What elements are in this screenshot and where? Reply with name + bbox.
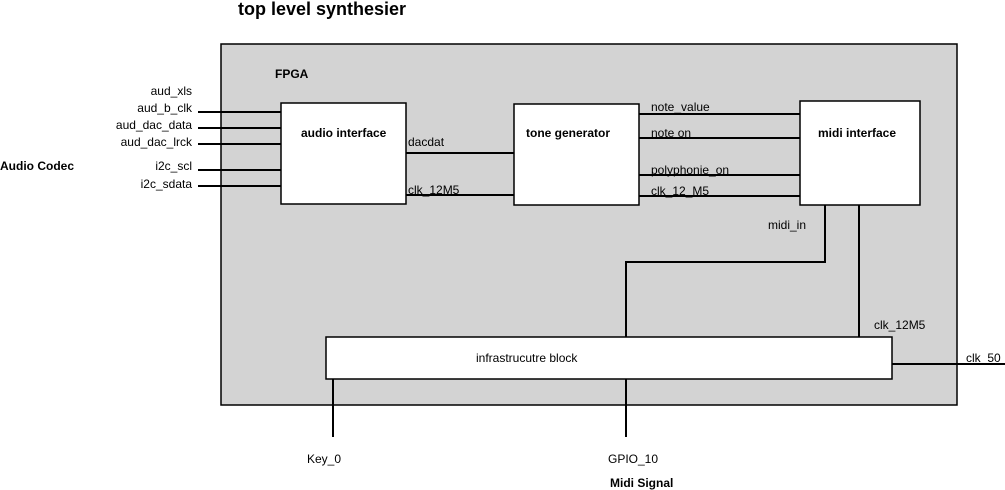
signal-label-midi-in: midi_in	[768, 218, 806, 232]
wires	[198, 111, 1005, 437]
signal-label-clk-12m5-midi: clk_12M5	[874, 318, 926, 332]
diagram-title: top level synthesier	[238, 0, 406, 19]
signal-label-aud-xls: aud_xls	[151, 84, 192, 98]
signal-label-clk-12m5-audio: clk_12M5	[408, 183, 460, 197]
infrastructure-label: infrastrucutre block	[476, 351, 578, 365]
midi-signal-label: Midi Signal	[610, 476, 673, 490]
signal-label-gpio-10: GPIO_10	[608, 452, 658, 466]
audio-codec-label: Audio Codec	[0, 159, 74, 173]
signal-label-dacdat: dacdat	[408, 135, 445, 149]
signal-label-aud-dac-lrck: aud_dac_lrck	[121, 135, 193, 149]
midi-interface-block	[799, 100, 921, 206]
audio-interface-label: audio interface	[301, 126, 387, 140]
codec-signal-labels: aud_xls aud_b_clk aud_dac_data aud_dac_l…	[116, 84, 193, 191]
signal-label-note-value: note_value	[651, 100, 710, 114]
midi-interface-label: midi interface	[818, 126, 896, 140]
signal-label-aud-b-clk: aud_b_clk	[137, 101, 193, 115]
wire-midi-in	[625, 205, 826, 337]
signal-label-clk-12-m5: clk_12_M5	[651, 184, 709, 198]
infrastructure-block	[325, 336, 893, 380]
tone-generator-label: tone generator	[526, 126, 610, 140]
signal-label-i2c-sdata: i2c_sdata	[141, 177, 193, 191]
signal-label-key-0: Key_0	[307, 452, 341, 466]
signal-label-aud-dac-data: aud_dac_data	[116, 118, 192, 132]
signal-label-clk-50: clk_50	[966, 351, 1001, 365]
fpga-label: FPGA	[275, 67, 309, 81]
tone-generator-block	[513, 103, 640, 206]
signal-label-note-on: note on	[651, 126, 691, 140]
signal-label-polyphonie-on: polyphonie_on	[651, 163, 729, 177]
audio-interface-block	[280, 102, 407, 205]
signal-label-i2c-scl: i2c_scl	[155, 159, 192, 173]
